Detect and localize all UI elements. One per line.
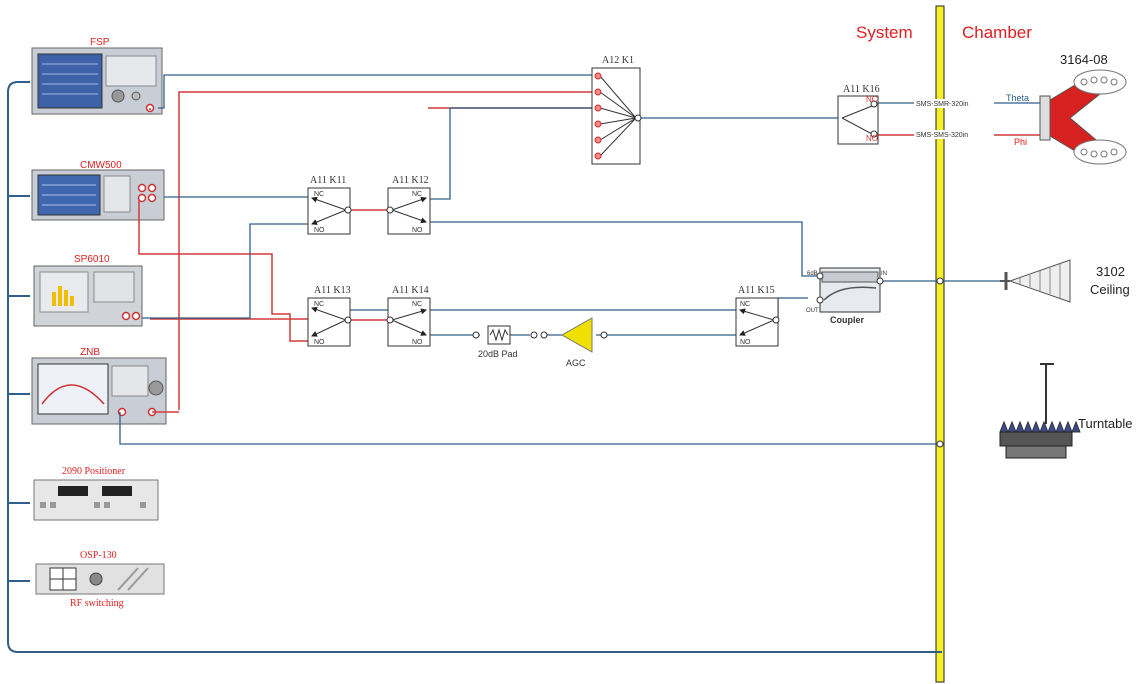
ceiling-antenna-3102 [1000,259,1071,303]
theta-label: Theta [1006,93,1029,103]
theta-cable-label: SMS-SMR-320in [916,101,969,108]
k11-label: A11 K11 [310,175,346,186]
znb-label: ZNB [80,347,100,358]
ceiling-word-label: Ceiling [1090,282,1130,297]
fsp-instrument [31,47,163,115]
k16-label: A11 K16 [843,84,880,95]
switch-k11: NC NO [307,187,352,235]
k14-no: NO [412,339,423,346]
switch-k15: NC NO [735,297,780,347]
wall-feedthroughs [936,277,944,448]
k16-no: NO [866,134,878,143]
positioner-label: 2090 Positioner [62,466,126,477]
turntable [999,363,1081,459]
agc-label: AGC [566,358,586,368]
k12-nc: NC [412,191,422,198]
osp-instrument [35,563,165,595]
rf-switching-label: RF switching [70,598,124,609]
k13-no: NO [314,339,325,346]
fsp-label: FSP [90,37,110,48]
k14-label: A11 K14 [392,285,429,296]
k1-label: A12 K1 [602,55,634,66]
znb-instrument [31,357,167,425]
k12-label: A11 K12 [392,175,429,186]
blue-rf-lines [119,74,1040,445]
pad-20db [472,325,548,345]
coupler-label: Coupler [830,315,864,325]
system-header: System [856,23,913,42]
k11-nc: NC [314,191,324,198]
agc-amplifier [560,317,608,353]
coupler-out: OUT [806,308,819,314]
k15-nc: NC [740,301,750,308]
k13-label: A11 K13 [314,285,351,296]
positioner-instrument [33,479,159,521]
chamber-wall [935,5,945,683]
coupler [816,267,884,313]
sp-instrument [33,265,143,327]
pad-label: 20dB Pad [478,349,518,359]
switch-k1 [591,67,642,165]
k15-label: A11 K15 [738,285,775,296]
phi-cable-label: SMS-SMS-320in [916,132,968,139]
cmw-label: CMW500 [80,160,122,171]
horn-antenna-3164 [1039,69,1127,165]
red-rf-lines [138,91,1040,413]
control-bus [7,81,942,653]
coupler-in: IN [881,271,887,277]
switch-k14: NC NO [386,297,431,347]
k15-no: NO [740,339,751,346]
horn-label: 3164-08 [1060,52,1108,67]
turntable-label: Turntable [1078,416,1132,431]
ceiling-num-label: 3102 [1096,264,1125,279]
switch-k16: NC NO [837,95,879,145]
switch-k12: NC NO [386,187,431,235]
phi-label: Phi [1014,137,1027,147]
osp-label: OSP-130 [80,550,117,561]
k14-nc: NC [412,301,422,308]
k13-nc: NC [314,301,324,308]
cmw-instrument [31,169,165,221]
coupler-6db: 6dB [807,271,818,277]
sp-label: SP6010 [74,254,110,265]
k11-no: NO [314,227,325,234]
k16-nc: NC [866,95,878,104]
switch-k13: NC NO [307,297,352,347]
chamber-header: Chamber [962,23,1032,42]
k12-no: NO [412,227,423,234]
